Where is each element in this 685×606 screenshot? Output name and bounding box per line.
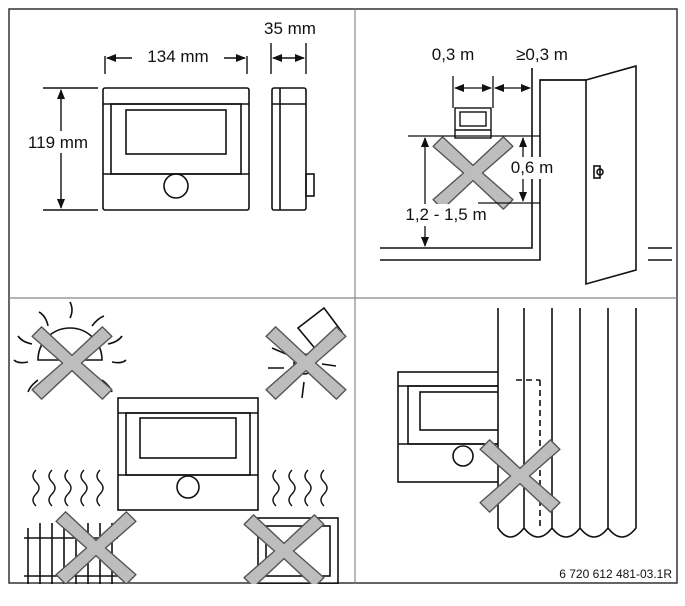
curtain-icon [497, 308, 637, 538]
diagram-border [8, 8, 678, 584]
figure-id: 6 720 612 481-03.1R [559, 567, 672, 581]
below-clearance-label: 0,6 m [511, 158, 554, 177]
controller-small [454, 107, 492, 139]
controller-center [117, 397, 259, 511]
sun-icon [13, 301, 127, 393]
floor-line-2 [380, 68, 533, 249]
depth-label: 35 mm [264, 19, 316, 38]
door-clearance-label: ≥0,3 m [516, 45, 568, 64]
heater-icon [257, 517, 339, 584]
controller-side-view [271, 87, 315, 211]
panel-dimensions: 134 mm 35 mm 119 mm [16, 19, 316, 211]
panel-curtain [397, 308, 637, 538]
panel-clearances: 0,3 m ≥0,3 m 0,6 m 1,2 - 1,5 m [380, 45, 672, 286]
door-icon [540, 64, 637, 286]
prohibited-cross-icon [55, 511, 137, 584]
panel-heat-sources [13, 301, 347, 584]
height-label: 119 mm [28, 133, 88, 152]
mount-height-label: 1,2 - 1,5 m [405, 205, 486, 224]
floor-line [380, 79, 600, 261]
width-label: 134 mm [147, 47, 208, 66]
prohibited-cross-icon [432, 136, 514, 210]
controller-front-view [102, 87, 250, 211]
side-clearance-label: 0,3 m [432, 45, 475, 64]
heat-waves-icon-2 [272, 469, 328, 507]
installation-diagram: 134 mm 35 mm 119 mm [8, 8, 678, 584]
heat-waves-icon [32, 469, 104, 507]
